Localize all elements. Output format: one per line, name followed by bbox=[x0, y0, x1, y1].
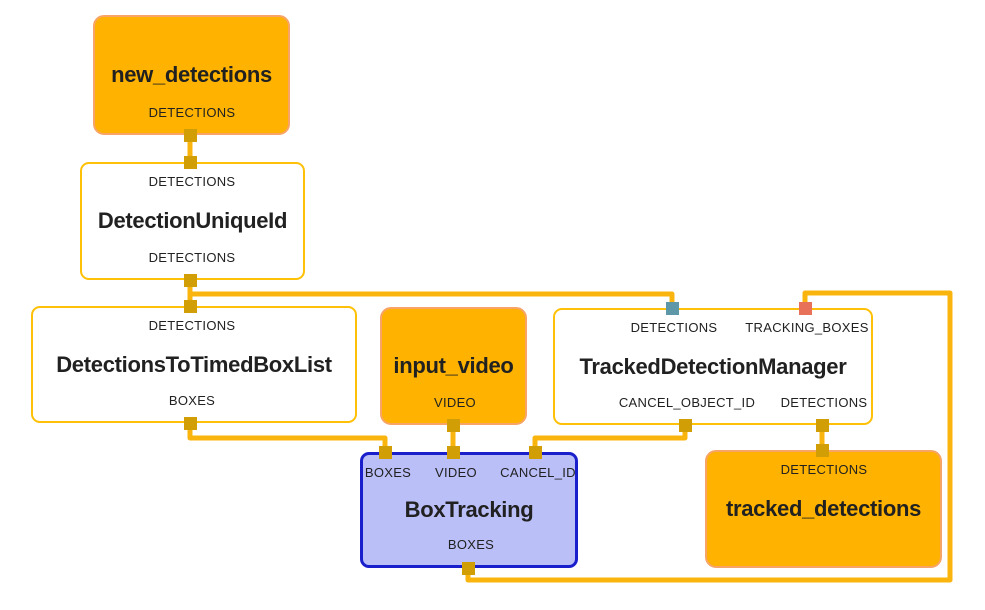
node-title-input-video: input_video bbox=[393, 353, 514, 378]
port-detection-unique-id-bottom-detections[interactable] bbox=[183, 273, 197, 287]
node-title-detections-to-timed-box-list: DetectionsToTimedBoxList bbox=[56, 351, 332, 377]
port-label-video: VIDEO bbox=[434, 395, 476, 410]
port-box-tracking-top-cancel-id[interactable] bbox=[528, 445, 542, 459]
port-label-detections: DETECTIONS bbox=[630, 320, 718, 335]
node-detections-to-timed-box-list[interactable]: DetectionsToTimedBoxList DETECTIONS BOXES bbox=[31, 306, 357, 423]
port-input-video-bottom-video[interactable] bbox=[446, 418, 460, 432]
port-label-detections: DETECTIONS bbox=[148, 318, 236, 333]
port-detections-to-timed-box-list-bottom-boxes[interactable] bbox=[183, 416, 197, 430]
edge-tracked-detection-manager-cancel-object-id-to-box-tracking-cancel-id bbox=[532, 425, 688, 452]
node-title-tracked-detections: tracked_detections bbox=[725, 496, 922, 521]
edge-box-tracking-boxes-to-tracked-detection-manager-tracking-boxes bbox=[465, 290, 953, 583]
port-label-boxes: BOXES bbox=[364, 465, 412, 480]
port-detection-unique-id-top-detections[interactable] bbox=[183, 155, 197, 169]
port-tracked-detection-manager-bottom-cancel-object-id[interactable] bbox=[678, 418, 692, 432]
port-label-detections: DETECTIONS bbox=[148, 105, 236, 120]
port-label-boxes: BOXES bbox=[168, 393, 216, 408]
node-tracked-detections[interactable]: tracked_detections DETECTIONS bbox=[705, 450, 942, 568]
edge-detections-to-timed-box-list-boxes-to-box-tracking-boxes bbox=[187, 423, 388, 452]
port-label-cancel-id: CANCEL_ID bbox=[500, 465, 576, 480]
port-box-tracking-top-boxes[interactable] bbox=[378, 445, 392, 459]
port-tracked-detection-manager-top-tracking-boxes[interactable] bbox=[798, 301, 812, 315]
node-title-detection-unique-id: DetectionUniqueId bbox=[97, 208, 288, 233]
port-box-tracking-top-video[interactable] bbox=[446, 445, 460, 459]
port-label-tracking-boxes: TRACKING_BOXES bbox=[745, 320, 869, 335]
port-label-boxes: BOXES bbox=[447, 537, 495, 552]
port-label-detections: DETECTIONS bbox=[148, 250, 236, 265]
port-label-detections: DETECTIONS bbox=[148, 174, 236, 189]
port-new-detections-bottom-detections[interactable] bbox=[183, 128, 197, 142]
port-label-detections: DETECTIONS bbox=[780, 395, 868, 410]
port-tracked-detection-manager-bottom-detections[interactable] bbox=[815, 418, 829, 432]
port-tracked-detection-manager-top-detections[interactable] bbox=[665, 301, 679, 315]
port-label-cancel-object-id: CANCEL_OBJECT_ID bbox=[618, 395, 756, 410]
node-title-tracked-detection-manager: TrackedDetectionManager bbox=[579, 353, 847, 379]
node-title-box-tracking: BoxTracking bbox=[404, 497, 534, 522]
port-label-video: VIDEO bbox=[435, 465, 477, 480]
port-box-tracking-bottom-boxes[interactable] bbox=[461, 561, 475, 575]
node-title-new-detections: new_detections bbox=[111, 62, 272, 87]
port-detections-to-timed-box-list-top-detections[interactable] bbox=[183, 299, 197, 313]
port-label-detections: DETECTIONS bbox=[780, 462, 868, 477]
port-tracked-detections-top-detections[interactable] bbox=[815, 443, 829, 457]
